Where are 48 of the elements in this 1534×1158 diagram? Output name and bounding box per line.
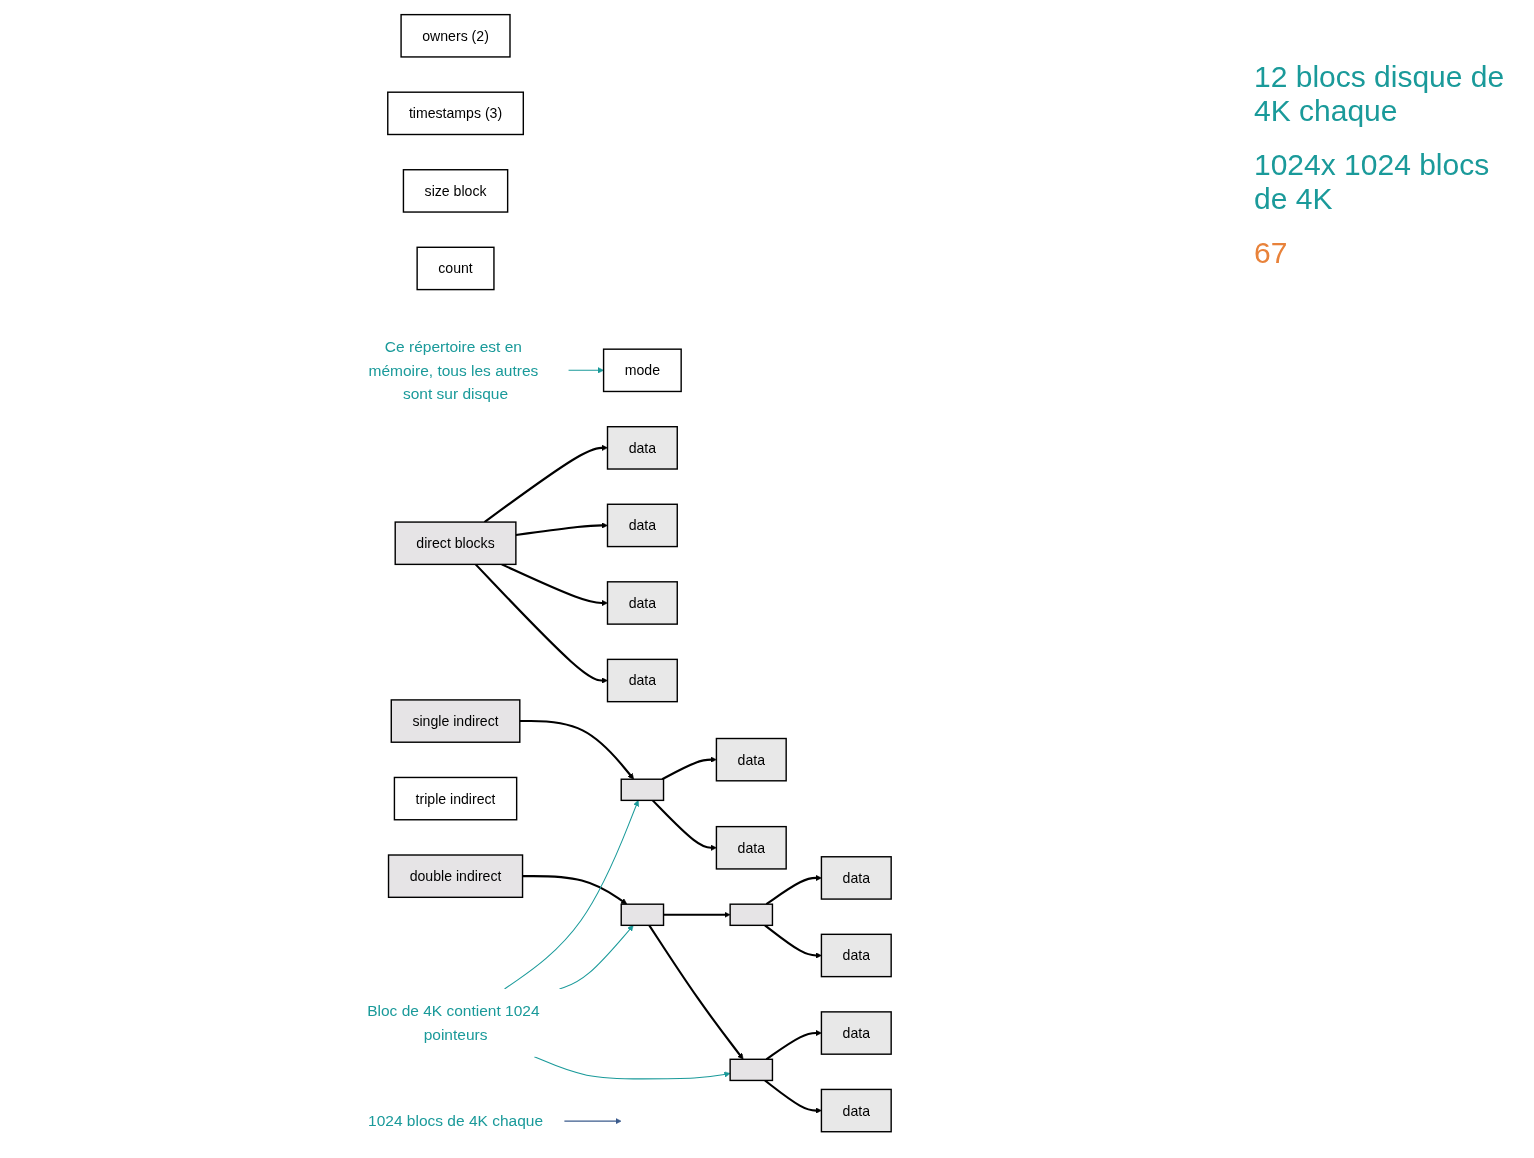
arrow [567,367,604,374]
arrow [764,924,822,959]
node-box [729,903,774,927]
node-box: data [606,658,678,703]
brace-note: 12 blocs disque de 4K chaque [1254,60,1506,128]
arrow [519,720,635,780]
arrow [558,925,634,990]
node-box: data [606,581,678,625]
node-box [620,903,665,927]
arrow [533,1056,731,1080]
node-box: double indirect [387,854,524,898]
node-box: data [820,1088,892,1133]
node-box: data [820,856,892,900]
arrow [765,1029,822,1061]
node-box: data [820,933,892,978]
node-box: data [715,737,787,782]
arrow [515,522,608,537]
node-box: count [416,246,495,291]
node-box: data [606,503,678,548]
arrow [474,563,608,684]
arrow [522,875,628,905]
node-box [729,1058,774,1082]
arrow [764,1079,822,1114]
arrow [765,874,822,906]
node-box: data [715,825,787,870]
node-box: single indirect [390,699,521,743]
arrow [661,756,717,781]
arrow [563,1118,622,1125]
arrow [504,800,640,990]
node-box [620,778,665,802]
arrow [648,924,744,1060]
arrow [501,563,608,607]
node-box: data [606,426,678,470]
page-number: 67 [1254,236,1289,270]
node-box: data [820,1011,892,1055]
node-box: direct blocks [394,521,517,566]
brace-note: 1024x 1024 blocs de 4K [1254,148,1491,216]
node-box: triple indirect [393,776,518,821]
arrow [651,799,717,851]
node-text: 1024 blocs de 4K chaque [368,1112,544,1130]
node-box: size block [402,169,509,213]
node-box: timestamps (3) [387,91,525,136]
node-box: mode [602,348,682,393]
node-box: owners (2) [400,13,511,58]
node-text: Ce répertoire est en mémoire, tous les autres sont sur disque [368,338,539,403]
arrow [483,444,608,523]
node-text: Bloc de 4K contient 1024 pointeurs [367,1002,540,1044]
arrow [663,911,731,918]
